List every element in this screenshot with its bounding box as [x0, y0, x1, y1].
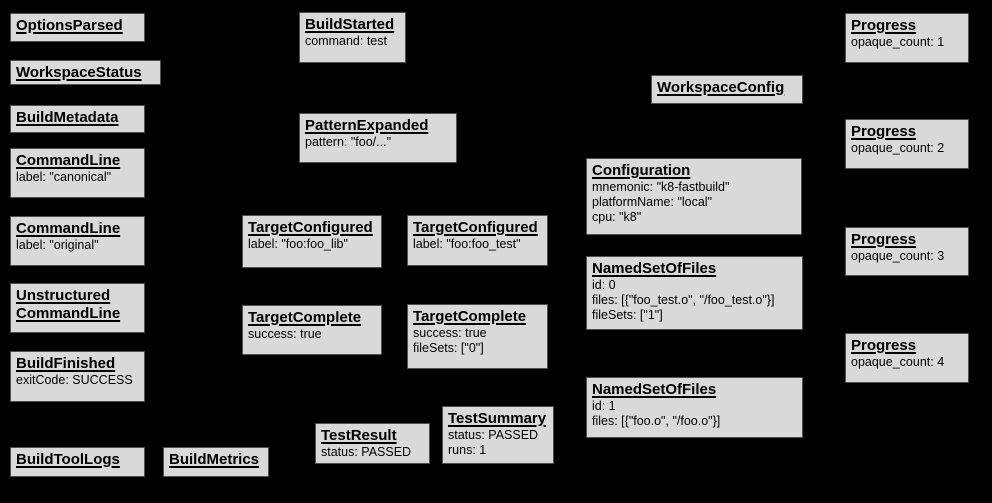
event-title: TargetComplete: [248, 309, 362, 326]
event-title: Unstructured CommandLine: [16, 287, 121, 322]
event-attribute: label: "original": [16, 238, 99, 252]
event-title: Progress: [851, 123, 917, 140]
event-node-named-set-of-files-0: NamedSetOfFiles id: 0 files: [{"foo_test…: [586, 256, 803, 330]
event-attribute: opaque_count: 3: [851, 249, 945, 263]
event-attribute: runs: 1: [448, 443, 487, 457]
event-node-test-summary: TestSummary status: PASSED runs: 1: [442, 406, 554, 464]
event-title: OptionsParsed: [16, 17, 123, 34]
event-title: BuildMetrics: [169, 451, 260, 468]
event-attribute: success: true: [413, 326, 487, 340]
event-title: NamedSetOfFiles: [592, 381, 717, 398]
event-attribute: platformName: "local": [592, 195, 713, 209]
event-node-target-configured-foo-test: TargetConfigured label: "foo:foo_test": [407, 215, 548, 266]
event-title: NamedSetOfFiles: [592, 260, 717, 277]
event-attribute: status: PASSED: [321, 445, 412, 459]
event-attribute: label: "foo:foo_lib": [248, 237, 348, 251]
event-attribute: id: 1: [592, 399, 616, 413]
event-title: Configuration: [592, 162, 691, 179]
event-node-target-complete-foo-test: TargetComplete success: true fileSets: […: [407, 304, 548, 369]
event-node-target-complete-foo-lib: TargetComplete success: true: [242, 305, 382, 355]
event-title: CommandLine: [16, 152, 121, 169]
event-attribute: pattern: "foo/...": [305, 135, 392, 149]
event-node-options-parsed: OptionsParsed: [10, 13, 145, 42]
event-node-build-tool-logs: BuildToolLogs: [10, 447, 145, 477]
event-title: BuildStarted: [305, 16, 395, 33]
event-title: TargetConfigured: [413, 219, 538, 236]
event-node-unstructured-command-line: Unstructured CommandLine: [10, 283, 145, 333]
event-node-test-result: TestResult status: PASSED: [315, 423, 430, 464]
event-title: BuildToolLogs: [16, 451, 120, 468]
event-node-progress-2: Progress opaque_count: 2: [845, 119, 969, 169]
event-attribute: label: "canonical": [16, 170, 112, 184]
event-node-target-configured-foo-lib: TargetConfigured label: "foo:foo_lib": [242, 215, 382, 268]
event-title: Progress: [851, 17, 917, 34]
event-attribute: files: [{"foo.o", "/foo.o"}]: [592, 414, 721, 428]
event-attribute: cpu: "k8": [592, 210, 642, 224]
event-node-named-set-of-files-1: NamedSetOfFiles id: 1 files: [{"foo.o", …: [586, 377, 803, 438]
event-node-build-metadata: BuildMetadata: [10, 105, 145, 133]
event-node-configuration: Configuration mnemonic: "k8-fastbuild" p…: [586, 158, 802, 235]
event-node-progress-3: Progress opaque_count: 3: [845, 227, 969, 276]
event-node-progress-1: Progress opaque_count: 1: [845, 13, 969, 63]
event-attribute: mnemonic: "k8-fastbuild": [592, 180, 730, 194]
event-node-command-line-canonical: CommandLine label: "canonical": [10, 148, 145, 198]
event-node-workspace-status: WorkspaceStatus: [10, 60, 161, 85]
event-title: CommandLine: [16, 220, 121, 237]
event-title: TestResult: [321, 427, 397, 444]
event-title: WorkspaceConfig: [657, 79, 785, 96]
event-node-build-metrics: BuildMetrics: [163, 447, 269, 477]
event-attribute: files: [{"foo_test.o", "/foo_test.o"}]: [592, 293, 775, 307]
event-attribute: command: test: [305, 34, 387, 48]
event-node-build-started: BuildStarted command: test: [299, 12, 406, 63]
event-title: WorkspaceStatus: [16, 64, 142, 81]
event-title: BuildMetadata: [16, 109, 119, 126]
event-title: TargetComplete: [413, 308, 527, 325]
event-attribute: opaque_count: 4: [851, 355, 945, 369]
event-attribute: exitCode: SUCCESS: [16, 373, 133, 387]
event-attribute: label: "foo:foo_test": [413, 237, 521, 251]
event-title: TestSummary: [448, 410, 547, 427]
event-title: PatternExpanded: [305, 117, 429, 134]
event-title: BuildFinished: [16, 355, 116, 372]
event-attribute: success: true: [248, 327, 322, 341]
event-attribute: id: 0: [592, 278, 616, 292]
event-title: TargetConfigured: [248, 219, 373, 236]
event-node-command-line-original: CommandLine label: "original": [10, 216, 145, 266]
event-title: Progress: [851, 337, 917, 354]
event-node-pattern-expanded: PatternExpanded pattern: "foo/...": [299, 113, 457, 163]
event-title: Progress: [851, 231, 917, 248]
event-node-progress-4: Progress opaque_count: 4: [845, 333, 969, 383]
event-attribute: status: PASSED: [448, 428, 539, 442]
event-node-build-finished: BuildFinished exitCode: SUCCESS: [10, 351, 145, 402]
event-node-workspace-config: WorkspaceConfig: [651, 75, 803, 104]
event-attribute: fileSets: ["1"]: [592, 308, 663, 322]
event-attribute: fileSets: ["0"]: [413, 341, 484, 355]
event-attribute: opaque_count: 2: [851, 141, 945, 155]
event-attribute: opaque_count: 1: [851, 35, 945, 49]
